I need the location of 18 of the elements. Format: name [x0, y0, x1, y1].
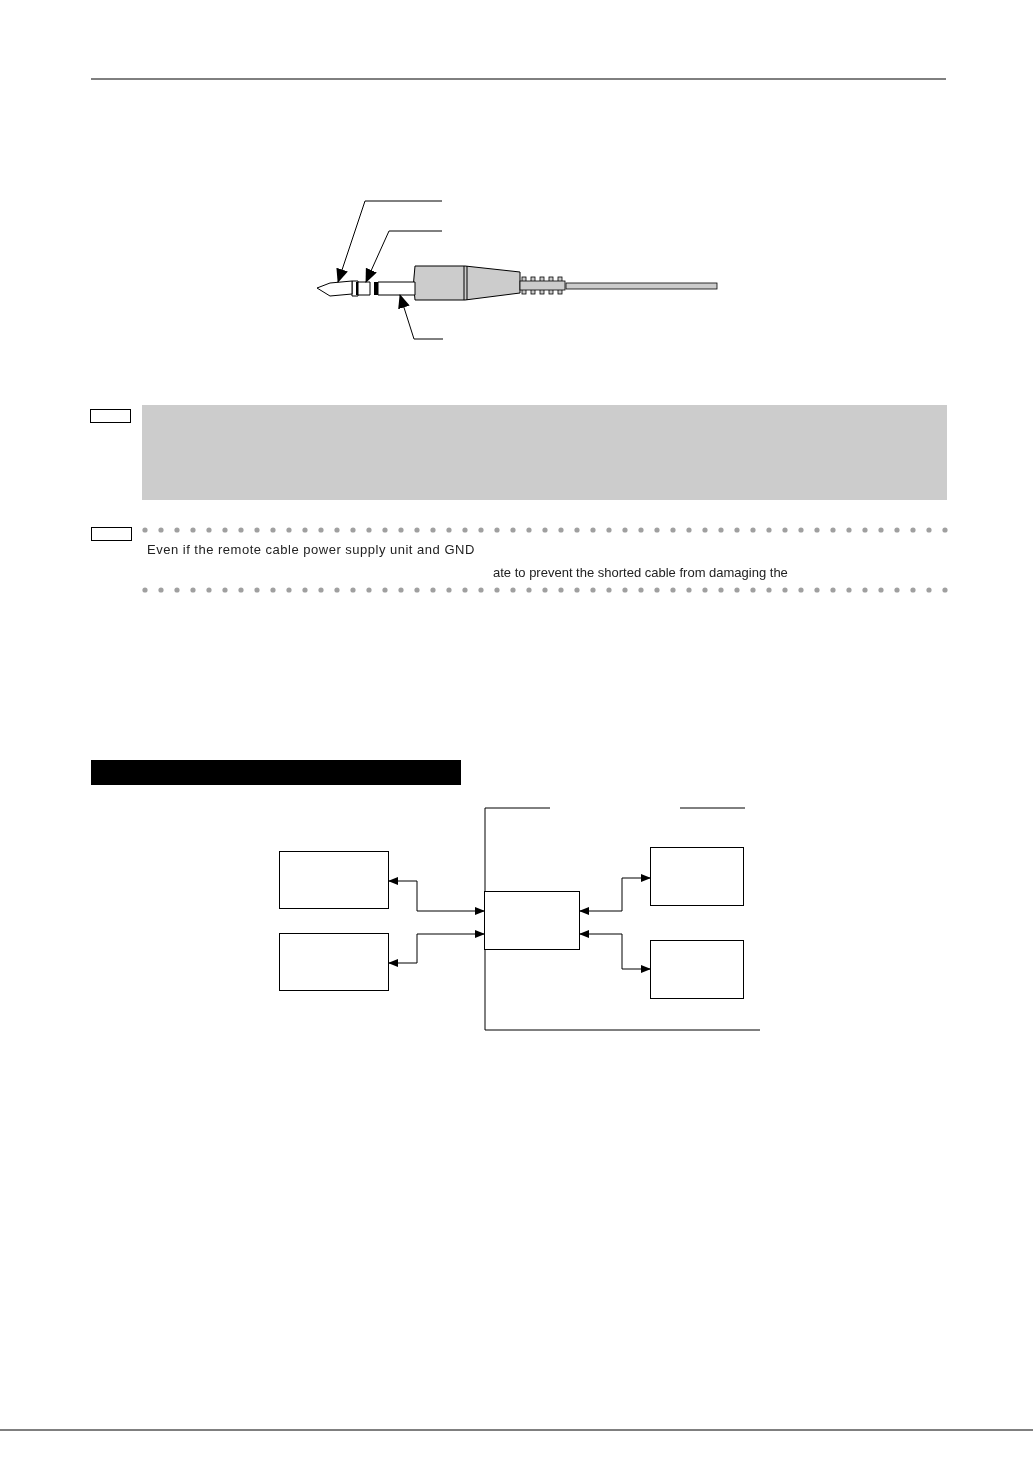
- plug-part: [357, 281, 371, 296]
- block-box: [484, 891, 580, 950]
- section-title-bar: [91, 760, 461, 785]
- arrow: [388, 930, 485, 967]
- leader-line: [398, 294, 444, 340]
- leader-line: [365, 230, 443, 283]
- block-box: [650, 847, 744, 906]
- arrow: [388, 877, 485, 915]
- arrow: [579, 874, 651, 915]
- note-text: Even if the remote cable power supply unit and GND: [147, 541, 475, 559]
- plug-part: [316, 280, 353, 297]
- note-text: ate to prevent the shorted cable from damaging the: [493, 564, 788, 582]
- leader-line: [336, 200, 443, 283]
- plug-part: [377, 281, 416, 296]
- block-box: [650, 940, 744, 999]
- block-box: [279, 933, 389, 991]
- block-box: [279, 851, 389, 909]
- arrow: [579, 930, 651, 973]
